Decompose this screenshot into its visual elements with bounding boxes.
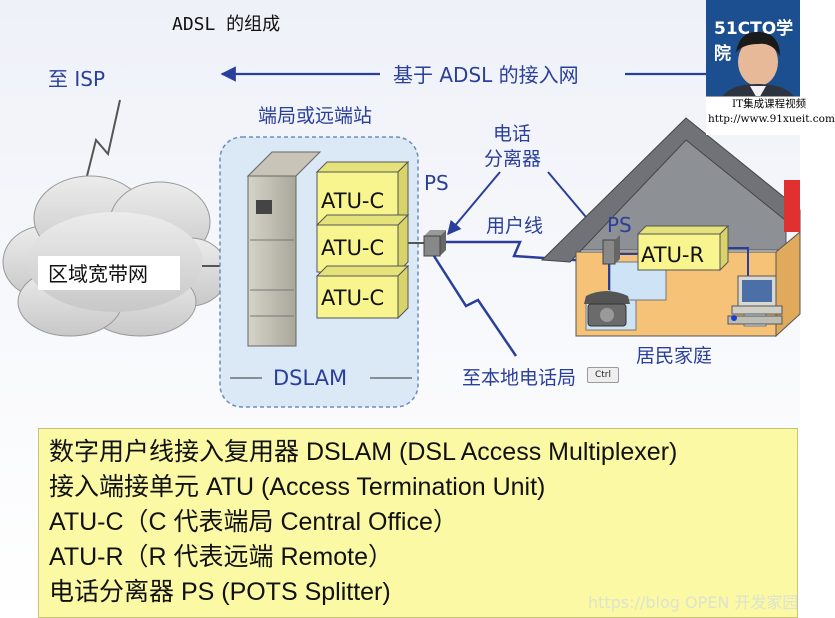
caption-line-2: http://www.91xueit.com	[708, 113, 835, 125]
telephone-icon	[584, 291, 630, 327]
instructor-photo	[720, 31, 796, 100]
office-splitter-icon	[423, 230, 446, 257]
to-local-office-label: 至本地电话局	[462, 367, 576, 389]
definition-atu: 接入端接单元 ATU (Access Termination Unit)	[49, 473, 546, 501]
atu-c-label-3: ATU-C	[321, 286, 384, 310]
local-office-zigzag	[432, 255, 518, 357]
atu-c-unit-3: ATU-C	[315, 264, 410, 320]
home-label: 居民家庭	[636, 345, 712, 367]
atu-c-label-2: ATU-C	[321, 236, 384, 260]
atu-r-unit: ATU-R	[636, 224, 730, 272]
splitter-arrow-office	[447, 171, 501, 236]
definition-dslam: 数字用户线接入复用器 DSLAM (DSL Access Multiplexer…	[49, 438, 678, 466]
dslam-cabinet	[246, 151, 322, 347]
definition-ps: 电话分离器 PS (POTS Splitter)	[49, 578, 391, 606]
cloud-label-box	[38, 256, 180, 290]
site-watermark: https://blog OPEN 开发家园	[588, 593, 799, 612]
splitter-title-line2: 分离器	[484, 148, 541, 170]
adsl-diagram: 至 ISP 基于 ADSL 的接入网 区域宽带网 端局或远端站	[2, 63, 801, 408]
brand-logo-text: 51CTO学院	[714, 19, 794, 64]
instructor-video-overlay: 51CTO学院 IT集成课程视频 http://www.91xueit.com	[706, 0, 835, 135]
atu-c-label-1: ATU-C	[321, 189, 384, 213]
ps-home-label: PS	[607, 213, 632, 237]
splitter-title-line1: 电话	[493, 123, 531, 145]
computer-icon	[727, 275, 783, 325]
office-label: 端局或远端站	[258, 105, 372, 127]
caption-line-1: IT集成课程视频	[732, 98, 807, 110]
ctrl-key-badge: Ctrl	[587, 367, 619, 383]
atu-c-unit-2: ATU-C	[315, 213, 410, 274]
slide-title: ADSL 的组成	[172, 14, 281, 35]
isp-link-zigzag	[81, 99, 121, 197]
course-caption: IT集成课程视频 http://www.91xueit.com	[706, 96, 835, 135]
to-isp-label: 至 ISP	[48, 67, 105, 91]
dslam-label: DSLAM	[273, 366, 347, 390]
atu-r-to-pc-line	[728, 247, 749, 284]
atu-r-label: ATU-R	[641, 243, 704, 267]
cloud-label: 区域宽带网	[48, 262, 148, 286]
definition-atu-r: ATU-R（R 代表远端 Remote）	[49, 543, 394, 571]
ps-office-label: PS	[424, 171, 449, 195]
definitions-box: 数字用户线接入复用器 DSLAM (DSL Access Multiplexer…	[38, 428, 798, 618]
adsl-access-label: 基于 ADSL 的接入网	[393, 63, 579, 87]
red-side-strip	[784, 180, 800, 232]
user-line-label: 用户线	[486, 215, 543, 237]
definition-atu-c: ATU-C（C 代表端局 Central Office）	[49, 508, 458, 536]
